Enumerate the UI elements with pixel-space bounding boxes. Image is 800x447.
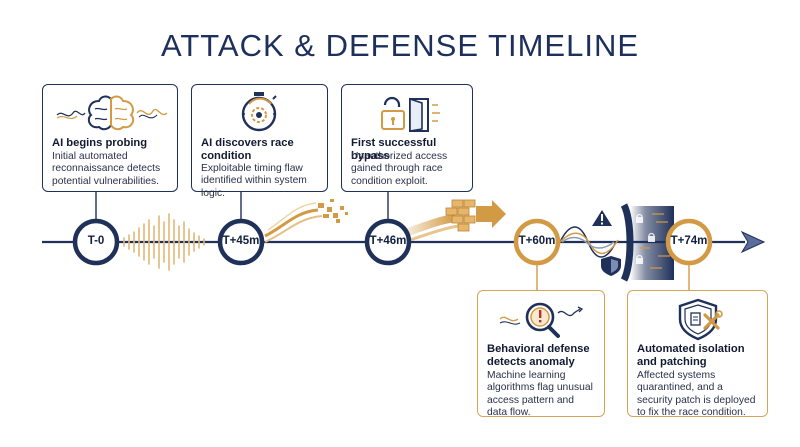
event-card-t74: Automated isolation and patching Affecte… (627, 290, 768, 419)
event-card-t46: First successful bypass Unauthorized acc… (341, 84, 473, 192)
card-title: AI discovers race condition (201, 137, 294, 162)
node-label-t60: T+60m (518, 235, 556, 247)
card-description: Initial automated reconnaissance detects… (52, 151, 161, 187)
card-title: Automated isolation and patching (637, 343, 745, 368)
attack-arrow-brick-wall (406, 199, 506, 242)
card-title: Behavioral defense detects anomaly (487, 343, 590, 368)
unlocked-padlock-door-icon (342, 91, 472, 135)
data-stream-graphic (264, 199, 348, 243)
shield-wrench-icon (628, 297, 767, 341)
card-title: AI begins probing (52, 137, 148, 149)
axis-arrowhead-icon (740, 230, 766, 254)
card-description: Exploitable timing flaw identified withi… (201, 163, 307, 199)
magnifier-alert-icon (478, 297, 604, 341)
node-label-t0: T-0 (87, 235, 105, 247)
card-description: Unauthorized access gained through race … (351, 151, 448, 187)
event-card-t0: AI begins probing Initial automated reco… (42, 84, 178, 192)
card-connectors-gold (536, 264, 690, 290)
node-label-t46: T+46m (369, 235, 407, 247)
stopwatch-gear-icon (192, 91, 327, 135)
card-connectors (95, 192, 389, 221)
defense-wave-graphic (559, 226, 619, 258)
brain-waveform-icon (43, 91, 177, 135)
alert-triangle-icon (592, 210, 612, 226)
brick-wall-icon (445, 199, 476, 232)
page-title: ATTACK & DEFENSE TIMELINE (160, 28, 640, 63)
card-description: Machine learning algorithms flag unusual… (487, 370, 593, 419)
node-t74 (665, 218, 713, 266)
event-card-t60: Behavioral defense detects anomaly Machi… (477, 290, 605, 419)
node-t46 (364, 218, 412, 266)
node-t0 (72, 218, 120, 266)
node-t60 (513, 218, 561, 266)
node-label-t74: T+74m (670, 235, 708, 247)
card-description: Affected systems quarantined, and a secu… (637, 370, 756, 419)
timeline-nodes (72, 218, 713, 266)
card-title: First successful bypass (351, 137, 437, 162)
arrow-right-icon (476, 200, 506, 228)
signal-waveform (123, 213, 205, 271)
node-label-t45: T+45m (222, 235, 260, 247)
event-card-t45: AI discovers race condition Exploitable … (191, 84, 328, 199)
shield-small-icon (601, 256, 621, 276)
node-t45 (217, 218, 265, 266)
